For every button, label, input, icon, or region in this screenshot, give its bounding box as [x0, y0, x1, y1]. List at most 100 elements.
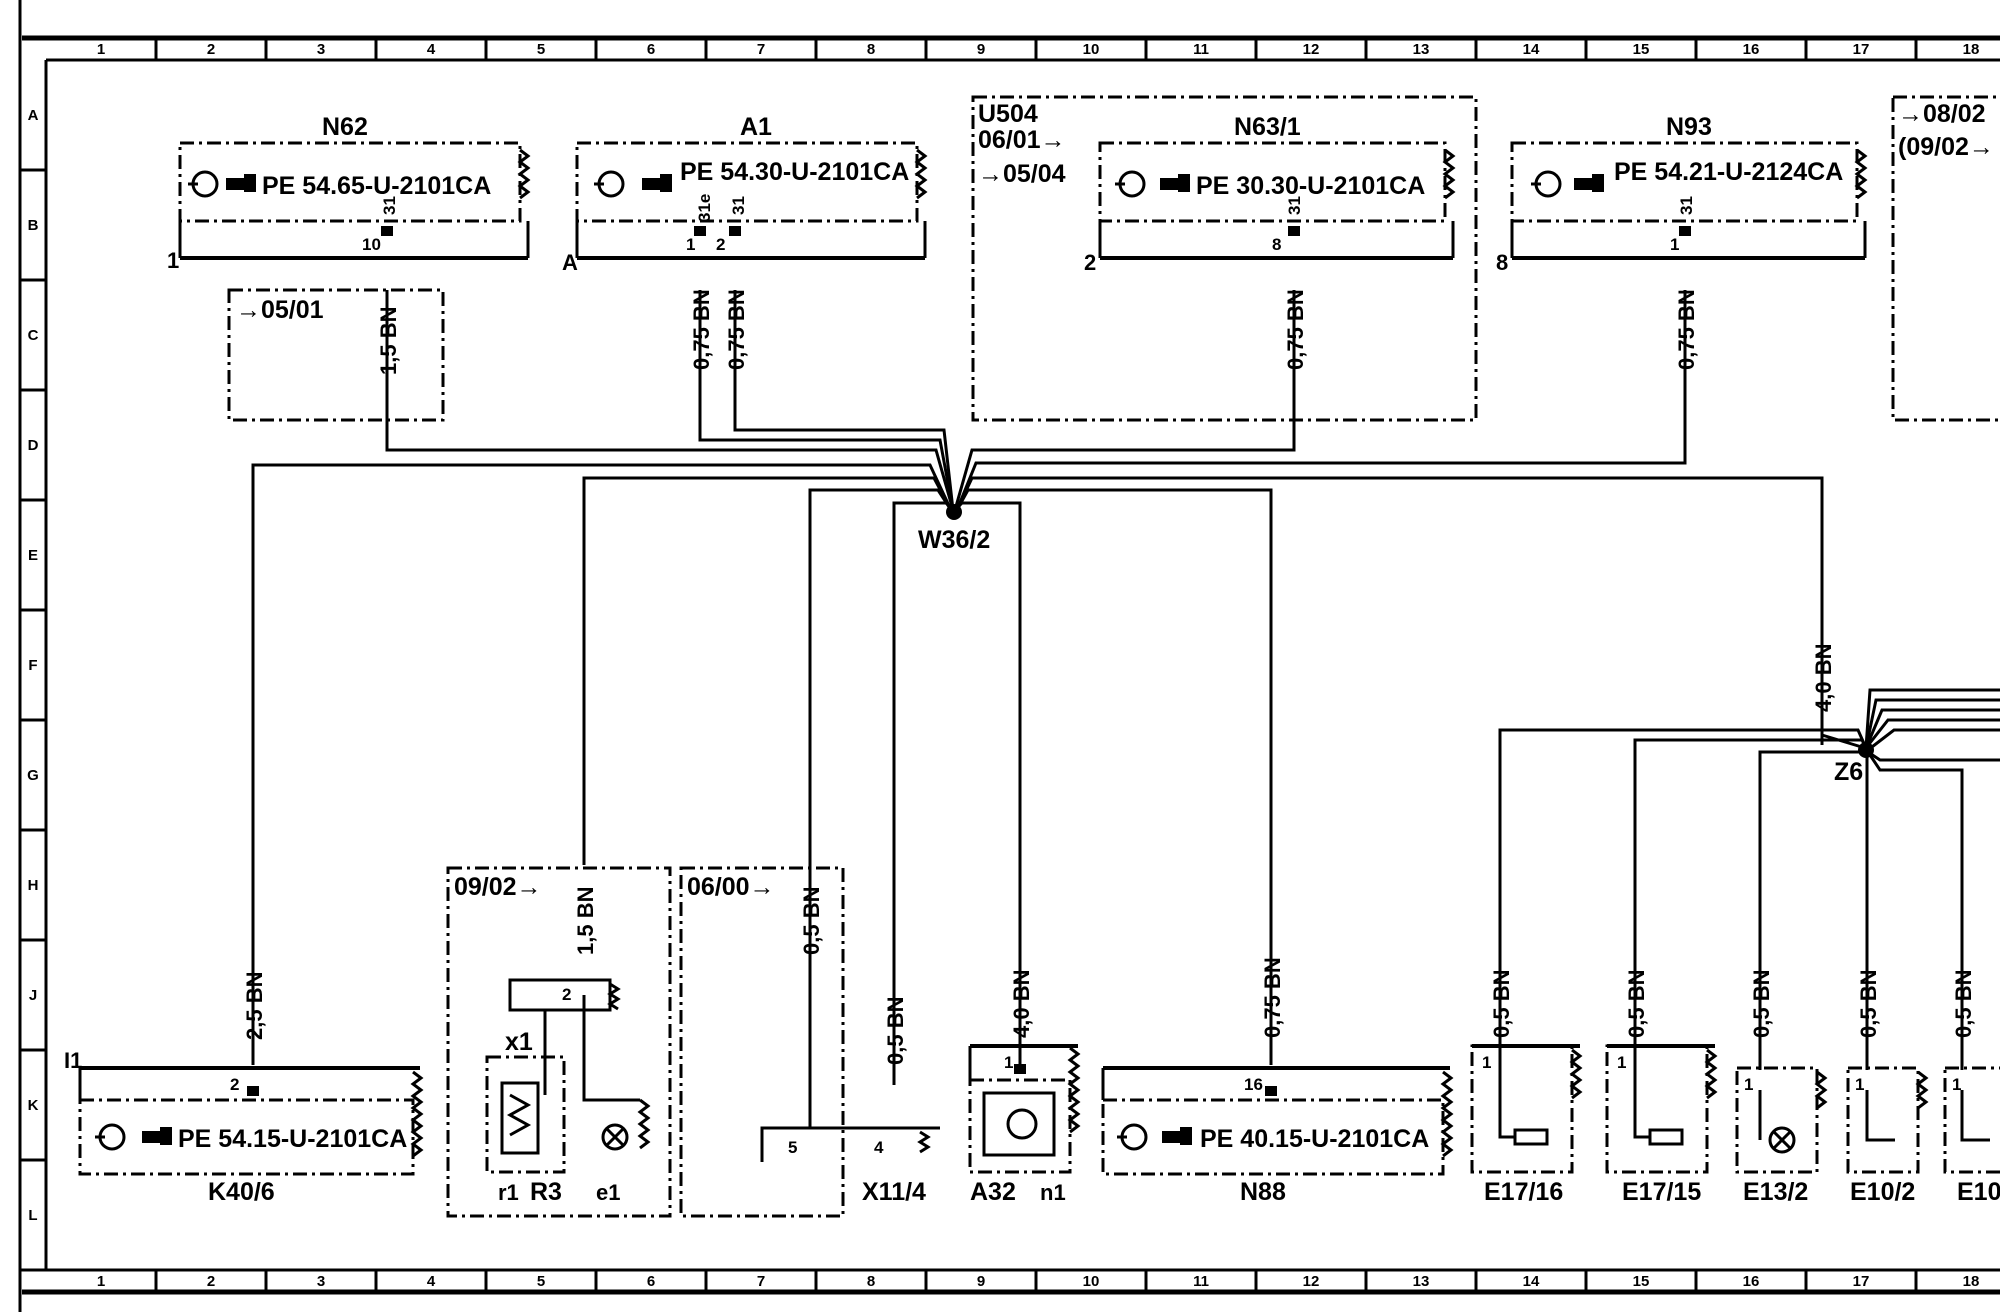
- n62-label: N62: [322, 113, 368, 141]
- e17-15-pin: 1: [1617, 1053, 1626, 1072]
- r3-label: R3: [530, 1178, 562, 1206]
- grid-col-label: 4: [427, 1273, 436, 1290]
- variant-0600: 06/00→: [687, 873, 775, 901]
- n93-pe-ref: PE 54.21-U-2124CA: [1614, 158, 1843, 186]
- a1-pin1: 1: [686, 235, 695, 254]
- variant-0501: →05/01: [236, 296, 324, 324]
- transistor-icon: [1531, 170, 1562, 198]
- grid-col-label: 16: [1743, 1273, 1760, 1290]
- pointer-icon: [142, 1127, 172, 1145]
- module-n62: N62 PE 54.65-U-2101CA 1 10 31: [167, 113, 531, 273]
- grid-col-label: 14: [1523, 41, 1540, 58]
- a32-pin: 1: [1004, 1053, 1013, 1072]
- lamp-icon: [601, 1123, 629, 1151]
- w36-label: W36/2: [918, 526, 990, 554]
- module-a1: A1 PE 54.30-U-2101CA A 1 2 31e 31: [562, 113, 928, 275]
- grid-col-label: 18: [1963, 41, 1980, 58]
- grid-row-label: H: [28, 877, 39, 894]
- grid-row-label: D: [28, 437, 39, 454]
- grid-col-label: 14: [1523, 1273, 1540, 1290]
- module-e17-16: 1 E17/16: [1470, 1044, 1583, 1206]
- w36-junction-node: [946, 504, 962, 520]
- grid-col-label: 9: [977, 1273, 985, 1290]
- wire-n93: 0,75 BN: [1674, 289, 1699, 370]
- k40-pin: 2: [230, 1075, 239, 1094]
- grid-col-label: 9: [977, 41, 985, 58]
- lamp-icon: [1768, 1126, 1796, 1154]
- grid-row-label: E: [28, 547, 38, 564]
- grid-col-label: 12: [1303, 1273, 1320, 1290]
- wire-k40: 2,5 BN: [242, 972, 267, 1040]
- wire-e10-2: 0,5 BN: [1856, 970, 1881, 1038]
- n63-pin: 8: [1272, 235, 1281, 254]
- grid-col-label: 6: [647, 1273, 655, 1290]
- grid-col-label: 11: [1193, 1273, 1209, 1290]
- grid-col-label: 13: [1413, 41, 1430, 58]
- grid-row-label: J: [29, 987, 37, 1004]
- r3-pin: 2: [562, 985, 571, 1004]
- grid-col-label: 7: [757, 1273, 765, 1290]
- wire-x11a: 0,5 BN: [799, 887, 824, 955]
- grid-col-label: 10: [1083, 41, 1100, 58]
- grid-col-label: 4: [427, 41, 436, 58]
- grid-col-label: 8: [867, 1273, 875, 1290]
- heater-icon: [1648, 1128, 1684, 1146]
- w36-wires: [251, 290, 1824, 1085]
- a1-side: A: [562, 250, 578, 275]
- variant-0902b: (09/02→: [1898, 133, 1994, 161]
- grid-col-label: 15: [1633, 41, 1650, 58]
- k40-pe-ref: PE 54.15-U-2101CA: [178, 1125, 407, 1153]
- z6-label: Z6: [1834, 758, 1863, 786]
- grid-row-label: K: [28, 1097, 39, 1114]
- transistor-icon: [1006, 1108, 1038, 1140]
- u504-from: 06/01→: [978, 126, 1066, 154]
- wire-n63: 0,75 BN: [1283, 289, 1308, 370]
- grid-row-label: C: [28, 327, 39, 344]
- grid-col-label: 3: [317, 41, 325, 58]
- n93-side: 8: [1496, 250, 1508, 275]
- grid-col-label: 7: [757, 41, 765, 58]
- wire-e17-15: 0,5 BN: [1624, 970, 1649, 1038]
- n88-pe-ref: PE 40.15-U-2101CA: [1200, 1125, 1429, 1153]
- grid-col-label: 5: [537, 41, 545, 58]
- wire-labels: 1,5 BN 0,75 BN 0,75 BN 0,75 BN 0,75 BN 2…: [242, 289, 1976, 1065]
- transistor-icon: [188, 170, 219, 198]
- z6-junction-node: [1858, 742, 1874, 758]
- e10-2-pin: 1: [1855, 1075, 1864, 1094]
- n63-pin-top: 31: [1285, 196, 1304, 215]
- grid-row-label: L: [28, 1207, 37, 1224]
- variant-box-0902: 09/02→ 2 x1 r1 R3 e1: [446, 866, 672, 1218]
- e13-2-label: E13/2: [1743, 1178, 1808, 1206]
- e10-2-label: E10/2: [1850, 1178, 1915, 1206]
- connector-x11-4: 5 4 X11/4: [760, 865, 940, 1206]
- module-e10: 1 E10: [1943, 1066, 2000, 1206]
- x11-pin5: 5: [788, 1138, 797, 1157]
- e10x-pin: 1: [1952, 1075, 1961, 1094]
- grid-col-label: 12: [1303, 41, 1320, 58]
- wire-x11b: 0,5 BN: [883, 997, 908, 1065]
- a1-pin1-top: 31e: [695, 194, 714, 222]
- grid-col-label: 2: [207, 41, 215, 58]
- n62-pin: 10: [362, 235, 381, 254]
- wire-e13-2: 0,5 BN: [1749, 970, 1774, 1038]
- wire-e10x: 0,5 BN: [1951, 970, 1976, 1038]
- n63-label: N63/1: [1234, 113, 1301, 141]
- grid-col-label: 17: [1853, 41, 1870, 58]
- heater-icon: [1513, 1128, 1549, 1146]
- n88-label: N88: [1240, 1178, 1286, 1206]
- u504-to: →05/04: [978, 160, 1066, 188]
- a1-label: A1: [740, 113, 772, 141]
- wire-a1-2: 0,75 BN: [724, 289, 749, 370]
- module-e10-2: 1 E10/2: [1846, 1066, 1929, 1206]
- k40-label: K40/6: [208, 1178, 275, 1206]
- variant-box-0600: 06/00→: [679, 866, 845, 1218]
- n93-pin-top: 31: [1677, 196, 1696, 215]
- e17-16-label: E17/16: [1484, 1178, 1563, 1206]
- n62-pin-top: 31: [380, 196, 399, 215]
- variant-0802: →08/02: [1898, 100, 1986, 128]
- r1-label: r1: [498, 1180, 519, 1205]
- transistor-icon: [95, 1123, 126, 1151]
- a32-label: A32: [970, 1178, 1016, 1206]
- e17-15-label: E17/15: [1622, 1178, 1701, 1206]
- n63-pe-ref: PE 30.30-U-2101CA: [1196, 172, 1425, 200]
